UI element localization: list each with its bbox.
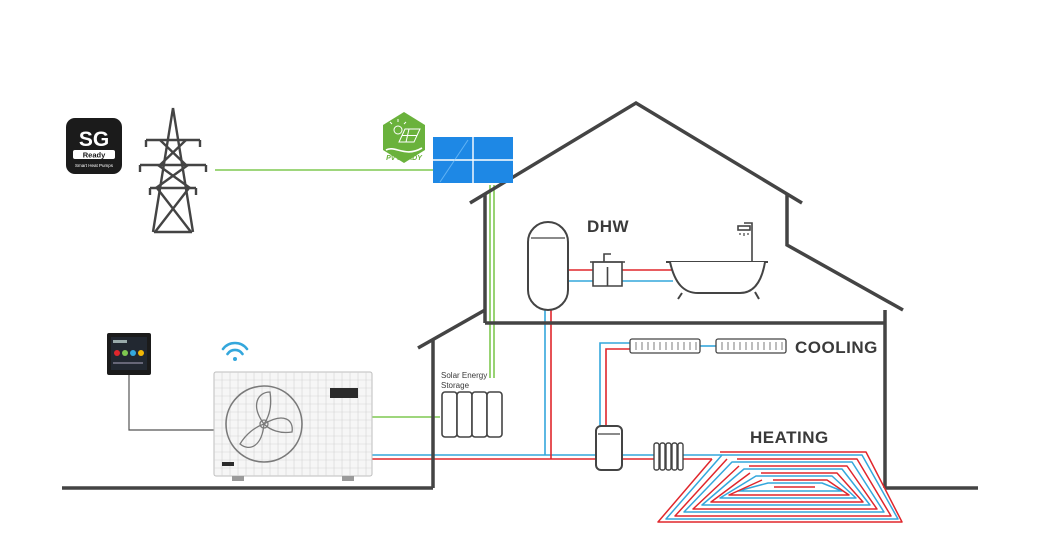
bathtub-icon bbox=[666, 261, 768, 300]
storage-label-line2: Storage bbox=[441, 381, 470, 390]
cooling-red-line bbox=[605, 348, 630, 428]
radiator-icon-cooling-2 bbox=[715, 338, 787, 354]
sg-ready-badge-icon: SG Ready Smart Heat Pumps bbox=[66, 118, 122, 174]
radiator-icon-heating bbox=[653, 442, 684, 471]
storage-label-line1: Solar Energy bbox=[441, 371, 487, 380]
lower-roof-left bbox=[417, 308, 486, 350]
underfloor-heating-icon bbox=[657, 451, 903, 523]
buffer-tank-icon bbox=[595, 425, 623, 471]
hot-water-tank-icon bbox=[527, 221, 569, 311]
cooling-label: COOLING bbox=[795, 338, 878, 357]
upper-roof bbox=[469, 100, 803, 205]
pylon-icon bbox=[138, 107, 208, 234]
pv-ready-label: PV READY bbox=[386, 155, 423, 162]
sg-badge-title: SG bbox=[79, 128, 109, 151]
battery-storage-icon bbox=[441, 391, 503, 438]
radiator-icon-cooling-1 bbox=[629, 338, 701, 354]
sink-icon bbox=[590, 253, 625, 287]
connection-lines bbox=[128, 169, 722, 460]
wifi-icon bbox=[221, 341, 249, 361]
underfloor-red-coil bbox=[657, 451, 903, 523]
shower-icon bbox=[737, 222, 753, 261]
dhw-label: DHW bbox=[587, 217, 630, 236]
cooling-blue-line bbox=[599, 342, 630, 428]
heat-pump-icon bbox=[213, 371, 373, 481]
controller-icon bbox=[107, 333, 151, 375]
house-outline bbox=[62, 100, 978, 490]
heating-label: HEATING bbox=[750, 428, 829, 447]
underfloor-blue-coil bbox=[665, 454, 899, 520]
pv-ready-icon: PV READY bbox=[383, 112, 425, 163]
upper-wall-right bbox=[785, 194, 904, 312]
sg-badge-ready: Ready bbox=[83, 151, 106, 160]
controller-cable bbox=[128, 375, 215, 431]
sg-badge-sub: Smart Heat Pumps bbox=[75, 163, 114, 168]
solar-panel-icon bbox=[433, 137, 513, 183]
